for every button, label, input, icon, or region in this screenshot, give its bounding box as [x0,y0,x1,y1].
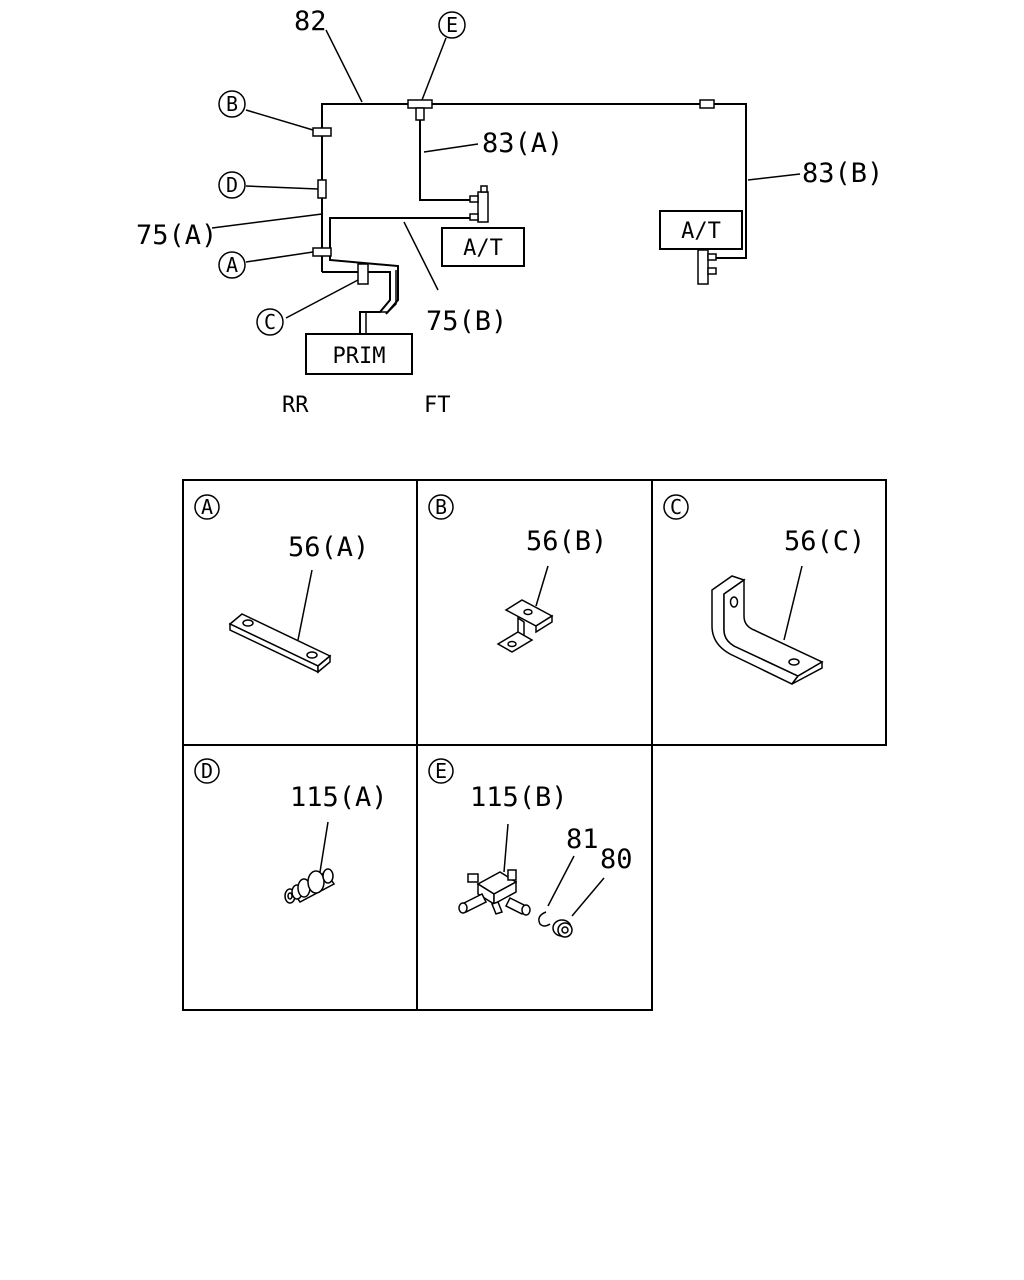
at-box-2 [659,210,743,250]
tee-115b-icon [458,869,531,916]
callout-82: 82 [294,6,327,37]
marker-e: E [438,11,466,39]
routing-diagram: A/T A/T PRIM 82 83(A) 83(B) 75(A) 75(B) … [136,6,883,418]
bracket-56a-icon [228,613,332,674]
prim-box-label: PRIM [333,344,386,369]
detail-b: B 56(B) [428,494,607,653]
marker-b: B [218,90,246,118]
connector-115a-icon [284,868,336,904]
detail-b-marker: B [435,495,447,519]
svg-text:A: A [226,253,238,277]
detail-e-label-80: 80 [600,844,633,875]
detail-a-label: 56(A) [288,532,369,563]
detail-d-marker: D [201,759,213,783]
callout-83a: 83(A) [482,128,563,159]
detail-e-label: 115(B) [470,782,568,813]
direction-rr: RR [282,393,309,418]
at-fitting-2 [697,249,709,285]
clip-81-icon [538,911,551,927]
detail-c: C 56(C) [663,494,865,685]
coupling-right [699,99,715,109]
clip-c [357,263,369,285]
svg-text:E: E [446,13,458,37]
marker-c: C [256,308,284,336]
nut-80-icon [552,919,573,938]
clip-a [312,247,332,257]
svg-text:D: D [226,173,238,197]
callout-75a: 75(A) [136,220,217,251]
svg-text:C: C [264,310,276,334]
detail-d: D 115(A) [194,758,388,904]
detail-e: E 115(B) 81 80 [428,758,633,938]
callout-75b: 75(B) [426,306,507,337]
detail-a-marker: A [201,495,213,519]
marker-a: A [218,251,246,279]
tee-fitting-e [407,99,433,109]
bracket-56b-icon [496,599,554,653]
detail-a: A 56(A) [194,494,369,674]
connector-d [317,179,327,199]
pipe-83a [419,104,474,201]
detail-grid: A 56(A) B 56(B) [182,479,887,1011]
direction-ft: FT [424,393,451,418]
svg-text:B: B [226,92,238,116]
detail-e-marker: E [435,759,447,783]
callout-83b: 83(B) [802,158,883,189]
pipe-82 [321,103,747,272]
at-box-1 [441,227,525,267]
detail-e-label-81: 81 [566,824,599,855]
detail-b-label: 56(B) [526,526,607,557]
detail-c-label: 56(C) [784,526,865,557]
detail-c-marker: C [670,495,682,519]
at-fitting-1 [477,191,489,223]
bracket-56c-icon [711,575,824,685]
clip-b [312,127,332,137]
at-box-1-label: A/T [463,236,503,261]
detail-d-label: 115(A) [290,782,388,813]
at-box-2-label: A/T [681,219,721,244]
prim-box [305,333,413,375]
marker-d: D [218,171,246,199]
